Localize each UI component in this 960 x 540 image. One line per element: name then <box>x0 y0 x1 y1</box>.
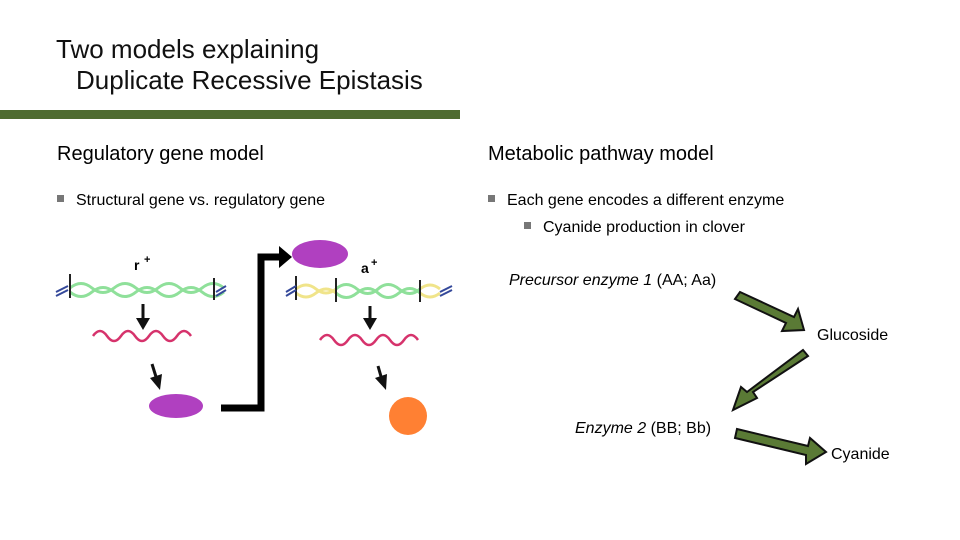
pathway-arrow-1 <box>733 290 806 333</box>
gene-label-r: r <box>134 257 140 273</box>
dna-strand-a-2 <box>334 287 422 299</box>
step1-label: Precursor enzyme 1 (AA; Aa) <box>509 272 717 289</box>
title-line-2: Duplicate Recessive Epistasis <box>76 65 423 95</box>
gene-label-a-superscript: + <box>371 257 377 269</box>
pathway-arrow-3 <box>733 427 828 466</box>
title-line-1: Two models explaining <box>56 34 320 64</box>
chromosome-stub <box>215 289 227 297</box>
regulatory-region <box>419 283 441 291</box>
bound-regulatory-protein <box>292 240 348 268</box>
title-underline <box>0 110 460 119</box>
chromosome-stub <box>55 289 69 297</box>
metabolic-model-heading: Metabolic pathway model <box>488 143 714 165</box>
chromosome-stub <box>285 285 297 293</box>
regulatory-protein <box>149 394 203 418</box>
product-cyanide: Cyanide <box>831 446 890 463</box>
step2-label: Enzyme 2 (BB; Bb) <box>575 420 712 437</box>
bullet-different-enzyme: Each gene encodes a different enzyme <box>488 192 784 210</box>
bullet-structural-vs-regulatory: Structural gene vs. regulatory gene <box>57 192 325 210</box>
chromosome-stub <box>215 285 227 293</box>
regulation-arrow <box>221 253 280 412</box>
regulatory-region <box>419 291 441 299</box>
pathway-arrow-2 <box>731 348 810 412</box>
translation-arrowhead <box>375 374 387 390</box>
gene-label-a: a <box>361 260 369 276</box>
regulatory-region <box>295 283 337 295</box>
dna-strand-r-2 <box>69 286 225 298</box>
transcription-arrowhead <box>136 318 150 330</box>
regulatory-region <box>295 287 337 299</box>
regulation-arrowhead <box>279 246 292 268</box>
mrna-r <box>91 329 193 343</box>
translation-arrowhead <box>150 374 162 390</box>
product-glucoside: Glucoside <box>817 327 889 344</box>
chromosome-stub <box>439 285 453 293</box>
chromosome-stub <box>439 289 453 297</box>
regulatory-model-heading: Regulatory gene model <box>57 143 264 165</box>
bullet-marker <box>524 222 531 229</box>
enzyme-product <box>389 397 427 435</box>
bullet-cyanide-clover: Cyanide production in clover <box>524 219 745 237</box>
mrna-a <box>318 333 420 347</box>
bullet-marker <box>57 195 64 202</box>
transcription-arrowhead <box>363 318 377 330</box>
slide-title: Two models explaining Duplicate Recessiv… <box>56 34 423 96</box>
chromosome-stub <box>285 289 297 297</box>
chromosome-stub <box>55 285 69 293</box>
dna-strand-a-1 <box>334 283 422 295</box>
gene-label-r-superscript: + <box>144 254 150 266</box>
bullet-marker <box>488 195 495 202</box>
